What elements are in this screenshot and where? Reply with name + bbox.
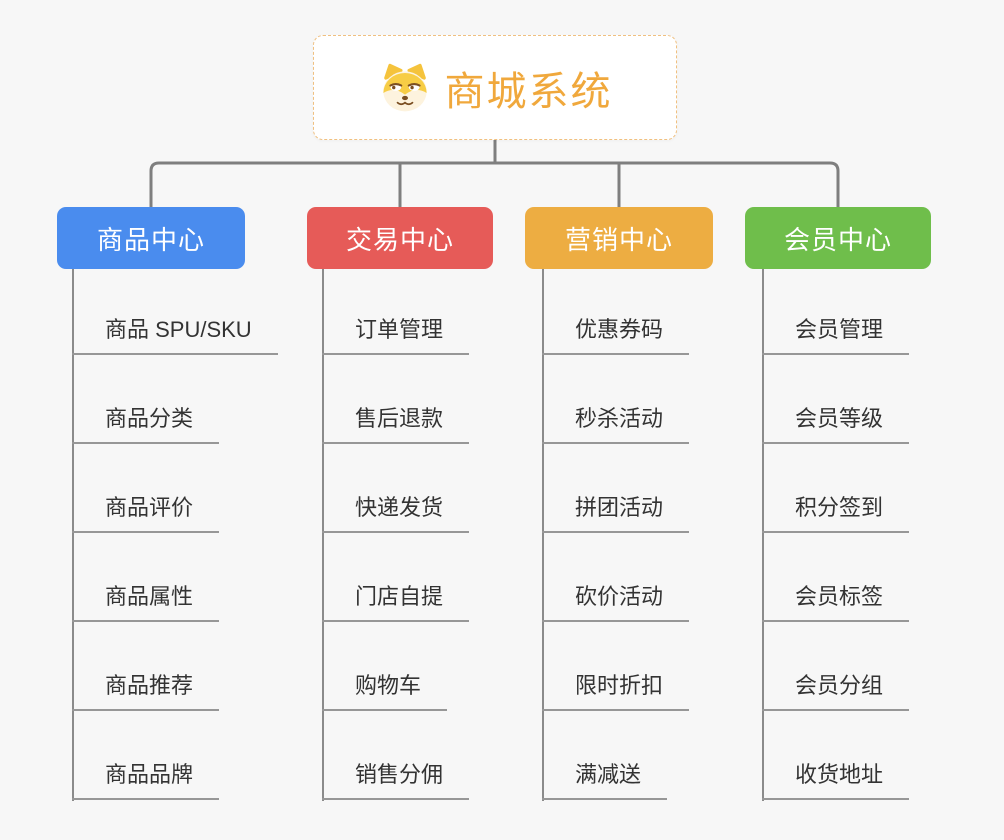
branch-spine-line: [542, 269, 544, 801]
root-node-label: 商城系统: [444, 69, 613, 114]
leaf-node[interactable]: 会员分组: [762, 672, 910, 711]
leaf-node[interactable]: 商品推荐: [72, 672, 220, 711]
leaf-node[interactable]: 门店自提: [322, 583, 470, 622]
branch-spine-line: [322, 269, 324, 801]
root-node[interactable]: 商城系统: [313, 35, 677, 140]
leaf-node[interactable]: 商品评价: [72, 494, 220, 533]
branch-node-marketing-center[interactable]: 营销中心: [525, 207, 713, 269]
branch-spine-line: [762, 269, 764, 801]
branch-spine-line: [72, 269, 74, 801]
leaf-node[interactable]: 限时折扣: [542, 672, 690, 711]
leaf-node[interactable]: 购物车: [322, 672, 448, 711]
leaf-node[interactable]: 秒杀活动: [542, 405, 690, 444]
leaf-node[interactable]: 满减送: [542, 761, 668, 800]
branch-label: 交易中心: [345, 224, 454, 255]
leaf-node[interactable]: 快递发货: [322, 494, 470, 533]
shiba-dog-icon: [382, 63, 427, 111]
leaf-node[interactable]: 商品属性: [72, 583, 220, 622]
leaf-node[interactable]: 会员管理: [762, 316, 910, 355]
leaf-node[interactable]: 商品 SPU/SKU: [72, 316, 278, 355]
leaf-node[interactable]: 积分签到: [762, 494, 910, 533]
leaf-node[interactable]: 砍价活动: [542, 583, 690, 622]
leaf-node[interactable]: 售后退款: [322, 405, 470, 444]
leaf-node[interactable]: 订单管理: [322, 316, 470, 355]
leaf-node[interactable]: 优惠券码: [542, 316, 690, 355]
leaf-node[interactable]: 会员标签: [762, 583, 910, 622]
branch-node-product-center[interactable]: 商品中心: [57, 207, 245, 269]
branch-label: 会员中心: [783, 224, 892, 255]
branch-node-trade-center[interactable]: 交易中心: [307, 207, 493, 269]
branch-label: 营销中心: [564, 224, 673, 255]
leaf-node[interactable]: 商品品牌: [72, 761, 220, 800]
branch-label: 商品中心: [96, 224, 205, 255]
leaf-node[interactable]: 商品分类: [72, 405, 220, 444]
leaf-node[interactable]: 收货地址: [762, 761, 910, 800]
leaf-node[interactable]: 拼团活动: [542, 494, 690, 533]
branch-node-member-center[interactable]: 会员中心: [745, 207, 931, 269]
connector-lines: [149, 139, 840, 208]
leaf-node[interactable]: 会员等级: [762, 405, 910, 444]
leaf-node[interactable]: 销售分佣: [322, 761, 470, 800]
